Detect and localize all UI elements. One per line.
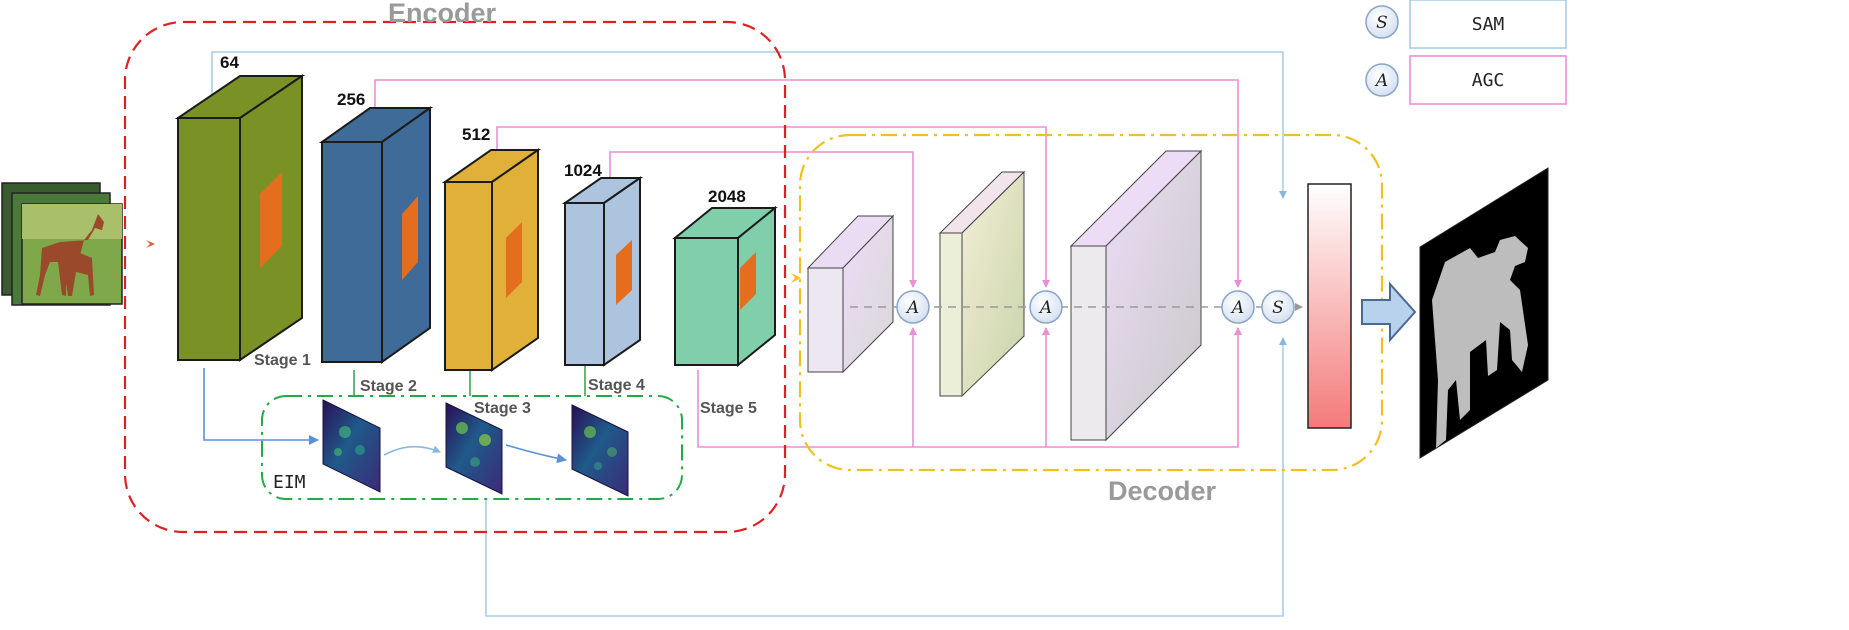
stage-4-block (561, 176, 644, 367)
decoder-border (798, 133, 1384, 472)
sam-line-top (211, 51, 1287, 199)
decoder-block-2 (938, 170, 1026, 398)
stage-1-channels: 64 (220, 53, 239, 72)
sam-skip-lines (211, 51, 1287, 617)
legend-sam-name: SAM (1472, 14, 1505, 35)
agc-line-stage5 (697, 327, 1242, 448)
mask-silhouette (1432, 236, 1528, 448)
agc-line-stage3 (496, 126, 1050, 288)
eim-heatmaps (322, 399, 629, 497)
stage-3-patch (506, 222, 522, 298)
stage-3-channels: 512 (462, 125, 490, 144)
legend-sam-symbol: S (1376, 13, 1388, 33)
encoder-title: Encoder (388, 0, 497, 28)
output-arrow-icon (1361, 281, 1417, 343)
stage-4-label: Stage 4 (588, 377, 645, 394)
legend: S SAM A AGC (1365, 0, 1567, 105)
eim-label: EIM (273, 472, 306, 493)
stage-5-channels: 2048 (708, 187, 746, 206)
operator-agc-1-symbol: A (905, 298, 919, 318)
horse-silhouette (36, 214, 104, 296)
sam-line-bottom (485, 337, 1287, 617)
input-arrow-icon (146, 240, 155, 248)
stage-5-patch (740, 252, 756, 310)
operator-sam: S (1261, 290, 1295, 324)
decoder-block-3 (1069, 149, 1203, 442)
legend-sam: S SAM (1365, 0, 1567, 49)
stage-2-patch (402, 196, 418, 280)
stage-5-block (672, 205, 778, 368)
operator-agc-2-symbol: A (1038, 298, 1052, 318)
agc-line-stage4 (609, 151, 917, 288)
stage-4-channels: 1024 (564, 161, 602, 180)
stage-5-label: Stage 5 (700, 400, 757, 417)
stage-1-label: Stage 1 (254, 352, 311, 369)
decoder-block-1 (806, 214, 895, 374)
encoder-stages (174, 74, 778, 372)
eim-curve-arrow-1 (383, 445, 441, 456)
operator-agc-3-symbol: A (1230, 298, 1244, 318)
output-mask (1419, 167, 1549, 459)
legend-agc-symbol: A (1374, 71, 1388, 91)
operator-agc-3: A (1221, 290, 1255, 324)
stage-taps (353, 365, 586, 396)
operator-agc-2: A (1029, 290, 1063, 324)
operator-sam-symbol: S (1272, 298, 1284, 318)
decoder-input-arrow-icon (791, 273, 801, 283)
operator-agc-1: A (896, 290, 930, 324)
stage-2-label: Stage 2 (360, 378, 417, 395)
stage-1-patch (260, 172, 282, 268)
stage-3-block (441, 148, 542, 372)
decoder-title: Decoder (1108, 476, 1217, 506)
heatmap-3 (571, 404, 629, 497)
eim-curve-arrow-2 (505, 444, 567, 464)
heatmap-2 (445, 402, 503, 495)
output-feature-bar (1307, 183, 1352, 429)
stage-1-block (174, 74, 306, 362)
stage-4-patch (616, 240, 632, 305)
decoder-blocks (791, 149, 1352, 442)
stage1-to-eim-arrow (203, 368, 319, 445)
legend-agc-name: AGC (1472, 70, 1505, 91)
eim-border (261, 395, 683, 500)
legend-agc: A AGC (1365, 55, 1567, 105)
encoder-border (123, 20, 787, 534)
heatmap-1 (322, 399, 381, 493)
input-image-stack (1, 182, 123, 306)
stage-2-block (318, 106, 434, 364)
agc-skip-lines (374, 79, 1242, 448)
stage-3-label: Stage 3 (474, 400, 531, 417)
stage-2-channels: 256 (337, 90, 365, 109)
agc-line-stage2 (374, 79, 1242, 288)
